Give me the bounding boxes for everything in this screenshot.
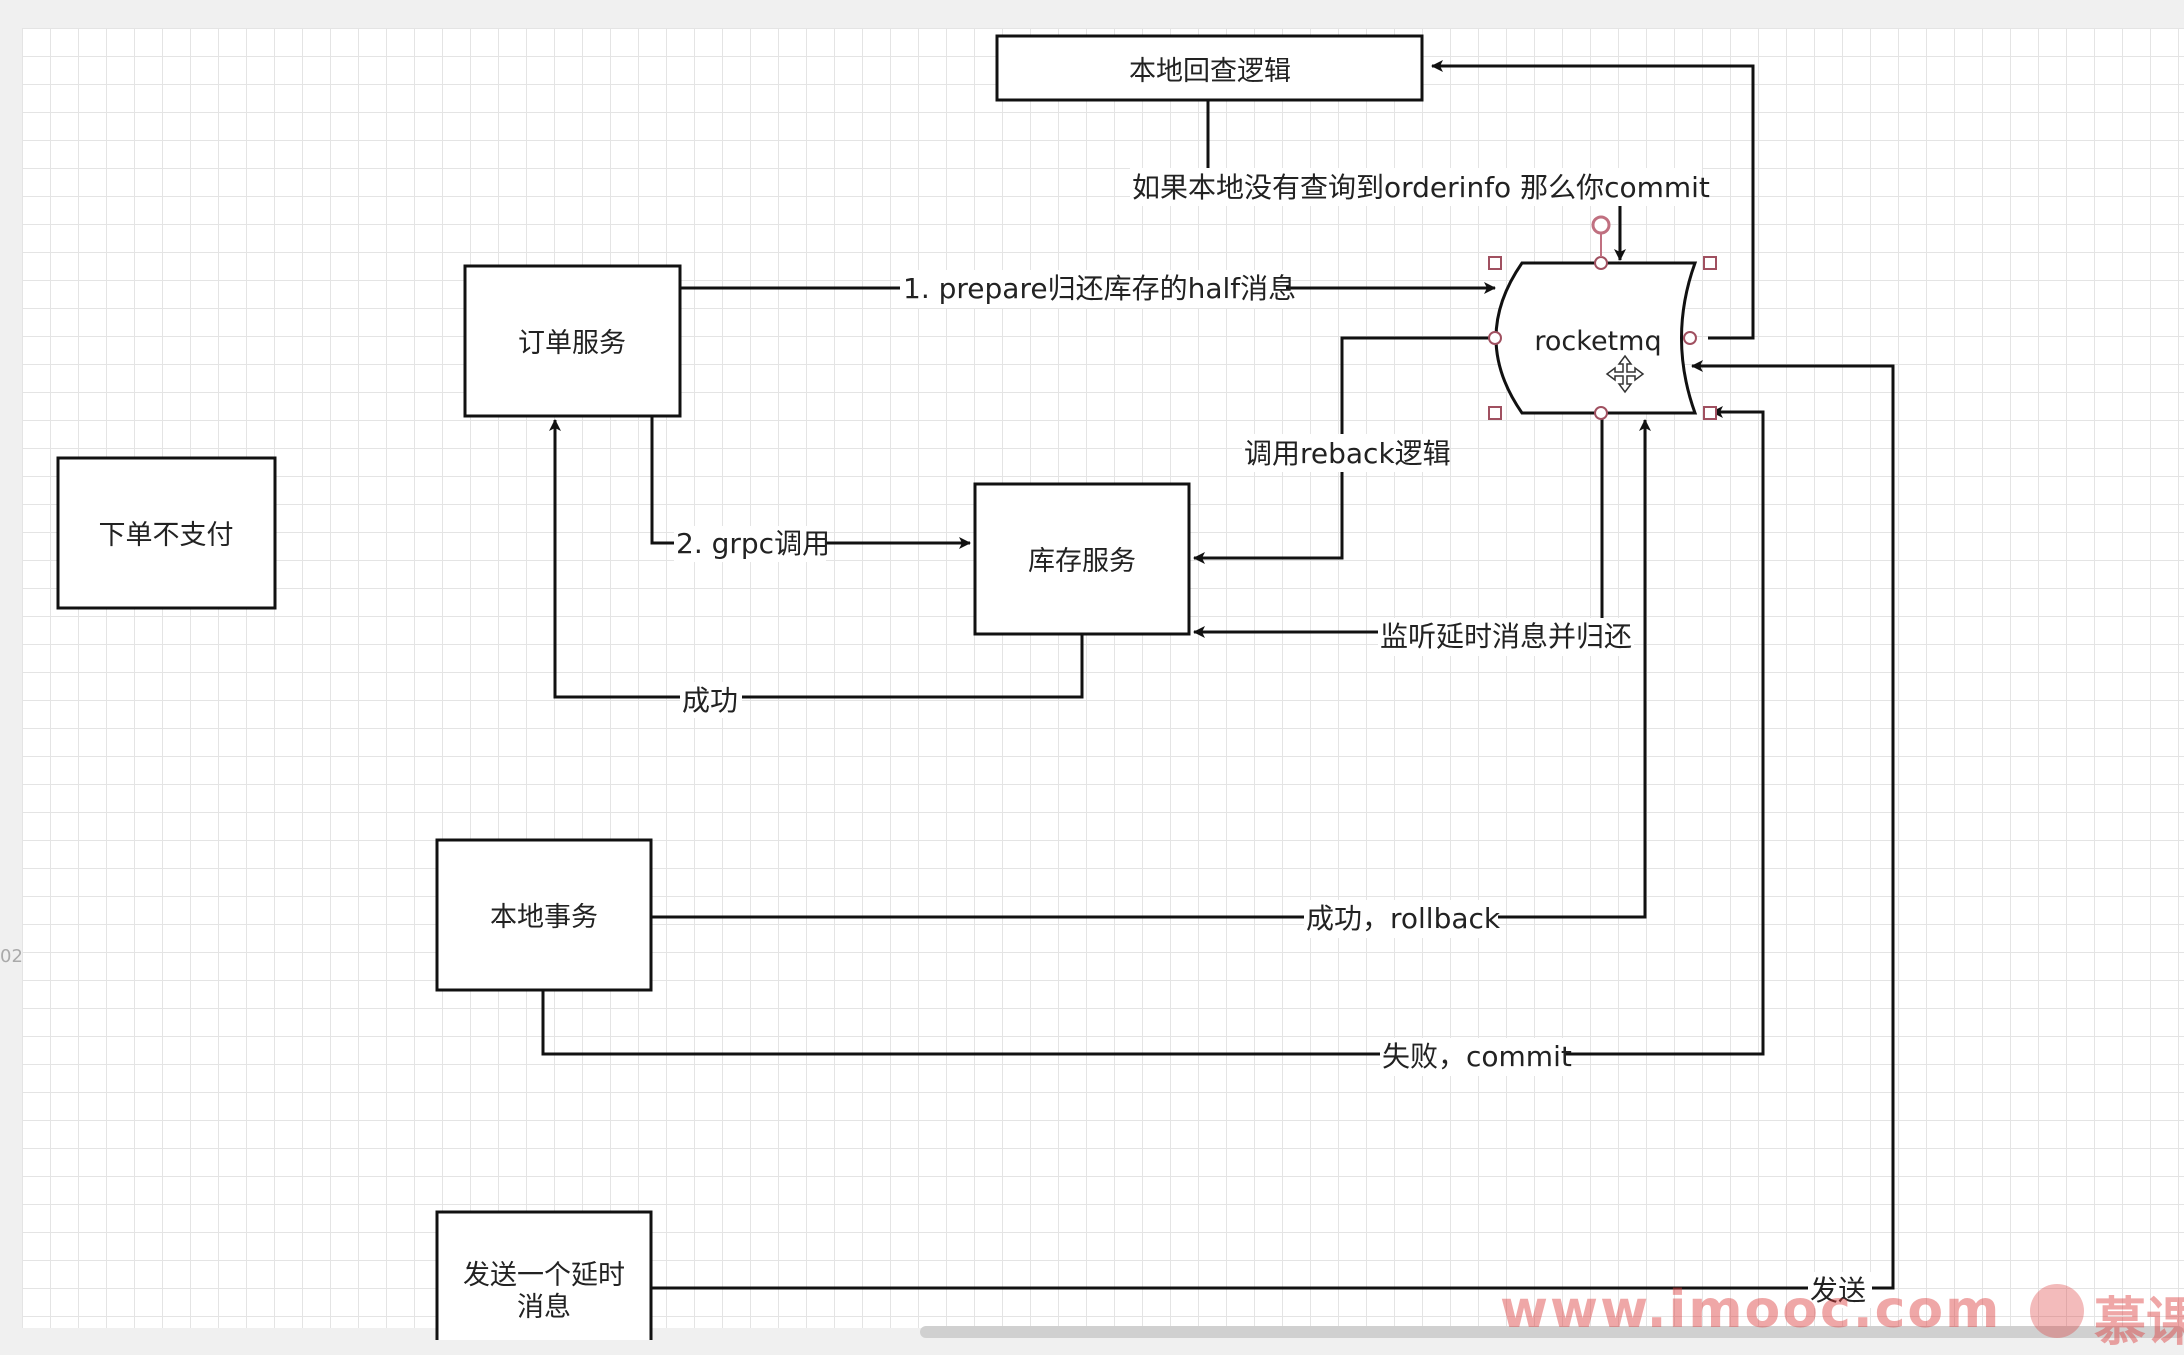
node-local-check-label: 本地回查逻辑 bbox=[1129, 56, 1291, 87]
selection-handles[interactable] bbox=[1488, 215, 1717, 420]
ruler-number: 02 bbox=[0, 946, 23, 967]
node-inventory-service-label: 库存服务 bbox=[1028, 546, 1136, 577]
edge-delay-to-rocketmq-send[interactable] bbox=[650, 360, 1895, 1290]
edge-inventory-to-order-success[interactable] bbox=[549, 419, 1084, 699]
node-order-service-label: 订单服务 bbox=[518, 328, 626, 359]
edge-label-listen-delay: 监听延时消息并归还 bbox=[1380, 620, 1632, 653]
edge-localtx-to-rocketmq-commit[interactable] bbox=[541, 406, 1765, 1056]
watermark-url: www.imooc.com bbox=[1500, 1280, 2002, 1340]
node-rocketmq[interactable]: rocketmq bbox=[1488, 215, 1717, 420]
edge-label-success-rollback: 成功，rollback bbox=[1306, 902, 1501, 935]
node-local-tx[interactable]: 本地事务 bbox=[435, 838, 653, 992]
node-send-delay-label-line2: 消息 bbox=[517, 1292, 571, 1323]
edge-label-prepare-half: 1. prepare归还库存的half消息 bbox=[903, 272, 1296, 305]
edge-label-if-no-orderinfo: 如果本地没有查询到orderinfo 那么你commit bbox=[1132, 171, 1710, 204]
node-no-pay-label: 下单不支付 bbox=[99, 520, 234, 551]
watermark-logo-icon bbox=[2030, 1284, 2084, 1338]
diagram-canvas[interactable] bbox=[22, 28, 2184, 1328]
node-send-delay-label-line1: 发送一个延时 bbox=[463, 1260, 625, 1291]
horizontal-scrollbar[interactable] bbox=[920, 1326, 2184, 1338]
node-inventory-service[interactable]: 库存服务 bbox=[973, 482, 1191, 636]
edge-rocketmq-to-local-check[interactable] bbox=[1431, 60, 1755, 340]
edge-label-send: 发送 bbox=[1810, 1274, 1866, 1307]
node-local-tx-label: 本地事务 bbox=[490, 902, 598, 933]
edge-label-fail-commit: 失败，commit bbox=[1382, 1040, 1572, 1073]
edge-label-grpc-call: 2. grpc调用 bbox=[676, 527, 830, 560]
edge-localtx-to-rocketmq-rollback[interactable] bbox=[650, 419, 1651, 919]
node-order-service[interactable]: 订单服务 bbox=[463, 264, 682, 418]
node-rocketmq-label: rocketmq bbox=[1534, 326, 1661, 357]
node-local-check[interactable]: 本地回查逻辑 bbox=[995, 34, 1424, 102]
node-no-pay[interactable]: 下单不支付 bbox=[56, 456, 277, 610]
edge-label-success: 成功 bbox=[682, 684, 738, 717]
move-cursor-icon bbox=[1605, 354, 1645, 394]
edge-label-call-reback: 调用reback逻辑 bbox=[1244, 437, 1451, 470]
edge-order-to-inventory-grpc[interactable] bbox=[650, 414, 971, 549]
node-send-delay[interactable]: 发送一个延时 消息 bbox=[435, 1210, 653, 1340]
watermark-brand: 慕课 bbox=[2094, 1293, 2184, 1353]
